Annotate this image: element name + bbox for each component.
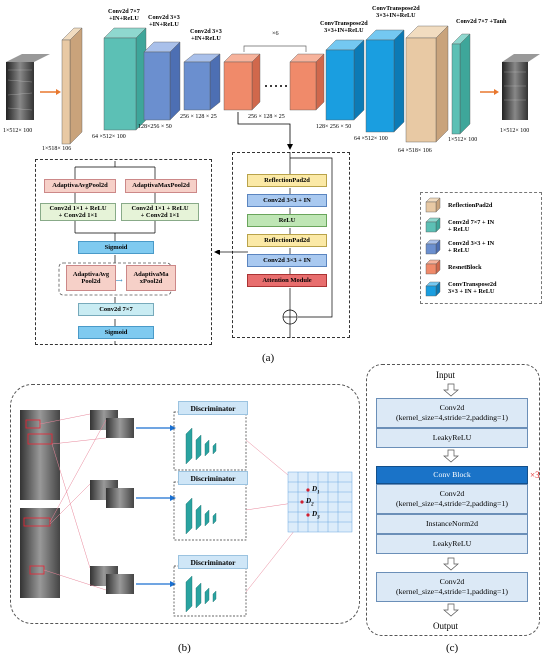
- resnet-conv1: Conv2d 3×3 + IN: [247, 194, 327, 207]
- disc-arch-conv1: Conv2d (kernel_size=4,stride=2,padding=1…: [376, 398, 528, 428]
- max-pool-block: AdaptivaMaxPool2d: [125, 179, 197, 193]
- output-gpr-image: [502, 54, 540, 120]
- disc-arch-leaky1: LeakyReLU: [376, 428, 528, 448]
- discriminator-label-3: Discriminator: [178, 555, 248, 569]
- legend-box: [420, 192, 542, 304]
- avg-pool-block: AdaptivaAvgPool2d: [44, 179, 116, 193]
- max-pool-block-2: AdaptivaMa xPool2d: [126, 265, 176, 291]
- resnet-block-last: [289, 53, 325, 111]
- attention-module-box: [35, 159, 212, 345]
- legend-item-conv3: Conv2d 3×3 + IN + ReLU: [448, 240, 495, 255]
- ellipsis-dots: [265, 85, 287, 87]
- caption-a: (a): [262, 352, 275, 364]
- disc-arch-output: Output: [433, 621, 459, 631]
- conv3a-block: [143, 41, 181, 121]
- conv3b-block: [183, 53, 221, 111]
- discriminator-panel: [10, 384, 360, 624]
- dim-c2: 128×256 × 50: [138, 124, 172, 130]
- sigmoid-block-1: Sigmoid: [78, 241, 154, 254]
- legend-item-conv7: Conv2d 7×7 + IN + ReLU: [448, 219, 495, 234]
- dim-t1: 128× 256 × 50: [316, 124, 352, 130]
- disc-arch-leaky2: LeakyReLU: [376, 534, 528, 554]
- dim-c-out: 1×512× 100: [448, 137, 478, 143]
- disc-arch-arrows: [443, 383, 459, 617]
- avg-pool-block-2: AdaptivaAvg Pool2d: [66, 265, 116, 291]
- resnet-arrows: [282, 152, 333, 338]
- reflection-pad-out: [405, 25, 449, 143]
- convtranspose1-block: [325, 39, 365, 121]
- legend-item-pad: ReflectionPad2d: [448, 202, 493, 209]
- caption-b: (b): [178, 642, 191, 654]
- dim-c3: 256 × 128 × 25: [180, 114, 217, 120]
- disc-arch-instancenorm: InstanceNorm2d: [376, 514, 528, 534]
- dim-t2: 64 ×512× 100: [354, 136, 388, 142]
- generator-diagram: [6, 25, 540, 150]
- reflection-pad-in: [61, 27, 83, 145]
- conv7-tanh-block: [451, 33, 471, 135]
- arrow-out: [480, 89, 499, 95]
- discriminator-label-2: Discriminator: [178, 471, 248, 485]
- resnet-block-box: [232, 152, 350, 338]
- dim-pad-out: 64 ×518× 106: [398, 148, 432, 154]
- conv7-block: [103, 27, 147, 131]
- output-d1: D1: [312, 485, 320, 496]
- dim-res: 256 × 128 × 25: [248, 114, 285, 120]
- legend-swatches: [425, 197, 441, 297]
- dim-c1: 64 ×512× 100: [92, 134, 126, 140]
- dim-pad-in: 1×518× 106: [42, 146, 72, 152]
- label-convt1: ConvTranspose2d 3×3+IN+ReLU: [320, 20, 368, 34]
- conv1x1-right-block: Conv2d 1×1 + ReLU + Conv2d 1×1: [121, 203, 199, 221]
- conv7-attention-block: Conv2d 7×7: [78, 303, 154, 316]
- output-d3: D3: [312, 510, 320, 521]
- resnet-conv2: Conv2d 3×3 + IN: [247, 254, 327, 267]
- label-conv3a: Conv2d 3×3 +IN+ReLU: [148, 14, 180, 28]
- label-x6: ×6: [272, 30, 279, 37]
- legend-item-convt: ConvTranspose2d 3×3 + IN + ReLU: [448, 281, 497, 296]
- discriminator-label-1: Discriminator: [178, 401, 248, 415]
- dim-input: 1×512× 100: [3, 128, 33, 134]
- attention-link-arrow: [214, 250, 248, 255]
- disc-arch-conv-block: Conv Block: [376, 466, 528, 484]
- conv1x1-left-block: Conv2d 1×1 + ReLU + Conv2d 1×1: [40, 203, 116, 221]
- caption-c: (c): [446, 642, 459, 654]
- disc-arch-conv3: Conv2d (kernel_size=4,stride=1,padding=1…: [376, 572, 528, 602]
- label-conv3b: Conv2d 3×3 +IN+ReLU: [190, 28, 222, 42]
- resnet-pad2: ReflectionPad2d: [247, 234, 327, 247]
- disc-arch-repeat: ×3: [530, 470, 540, 480]
- x6-bracket: [243, 45, 307, 52]
- resnet-pad1: ReflectionPad2d: [247, 174, 327, 187]
- res-detail-connector: [237, 112, 291, 146]
- label-conv7-tanh: Conv2d 7×7 +Tanh: [456, 18, 507, 25]
- input-gpr-image: [6, 54, 50, 120]
- legend-item-resnet: ResnetBlock: [448, 264, 482, 271]
- attention-arrows: ⟷: [58, 161, 172, 345]
- disc-arch-input: Input: [436, 370, 455, 380]
- label-conv7: Conv2d 7×7 +IN+ReLU: [108, 8, 140, 22]
- sigmoid-block-2: Sigmoid: [78, 326, 154, 339]
- dim-output: 1×512× 100: [500, 128, 530, 134]
- disc-arch-panel: [366, 364, 540, 636]
- disc-arch-conv2: Conv2d (kernel_size=4,stride=2,padding=1…: [376, 484, 528, 514]
- output-d2: D2: [306, 497, 314, 508]
- svg-text:⟷: ⟷: [111, 276, 123, 285]
- resnet-relu: ReLU: [247, 214, 327, 227]
- label-convt2: ConvTranspose2d 3×3+IN+ReLU: [372, 5, 420, 19]
- arrow-in: [40, 89, 61, 95]
- resnet-block-first: [223, 53, 261, 111]
- discriminator-diagram: [20, 410, 353, 617]
- convtranspose2-block: [365, 29, 405, 133]
- resnet-attention[interactable]: Attention Module: [247, 274, 327, 287]
